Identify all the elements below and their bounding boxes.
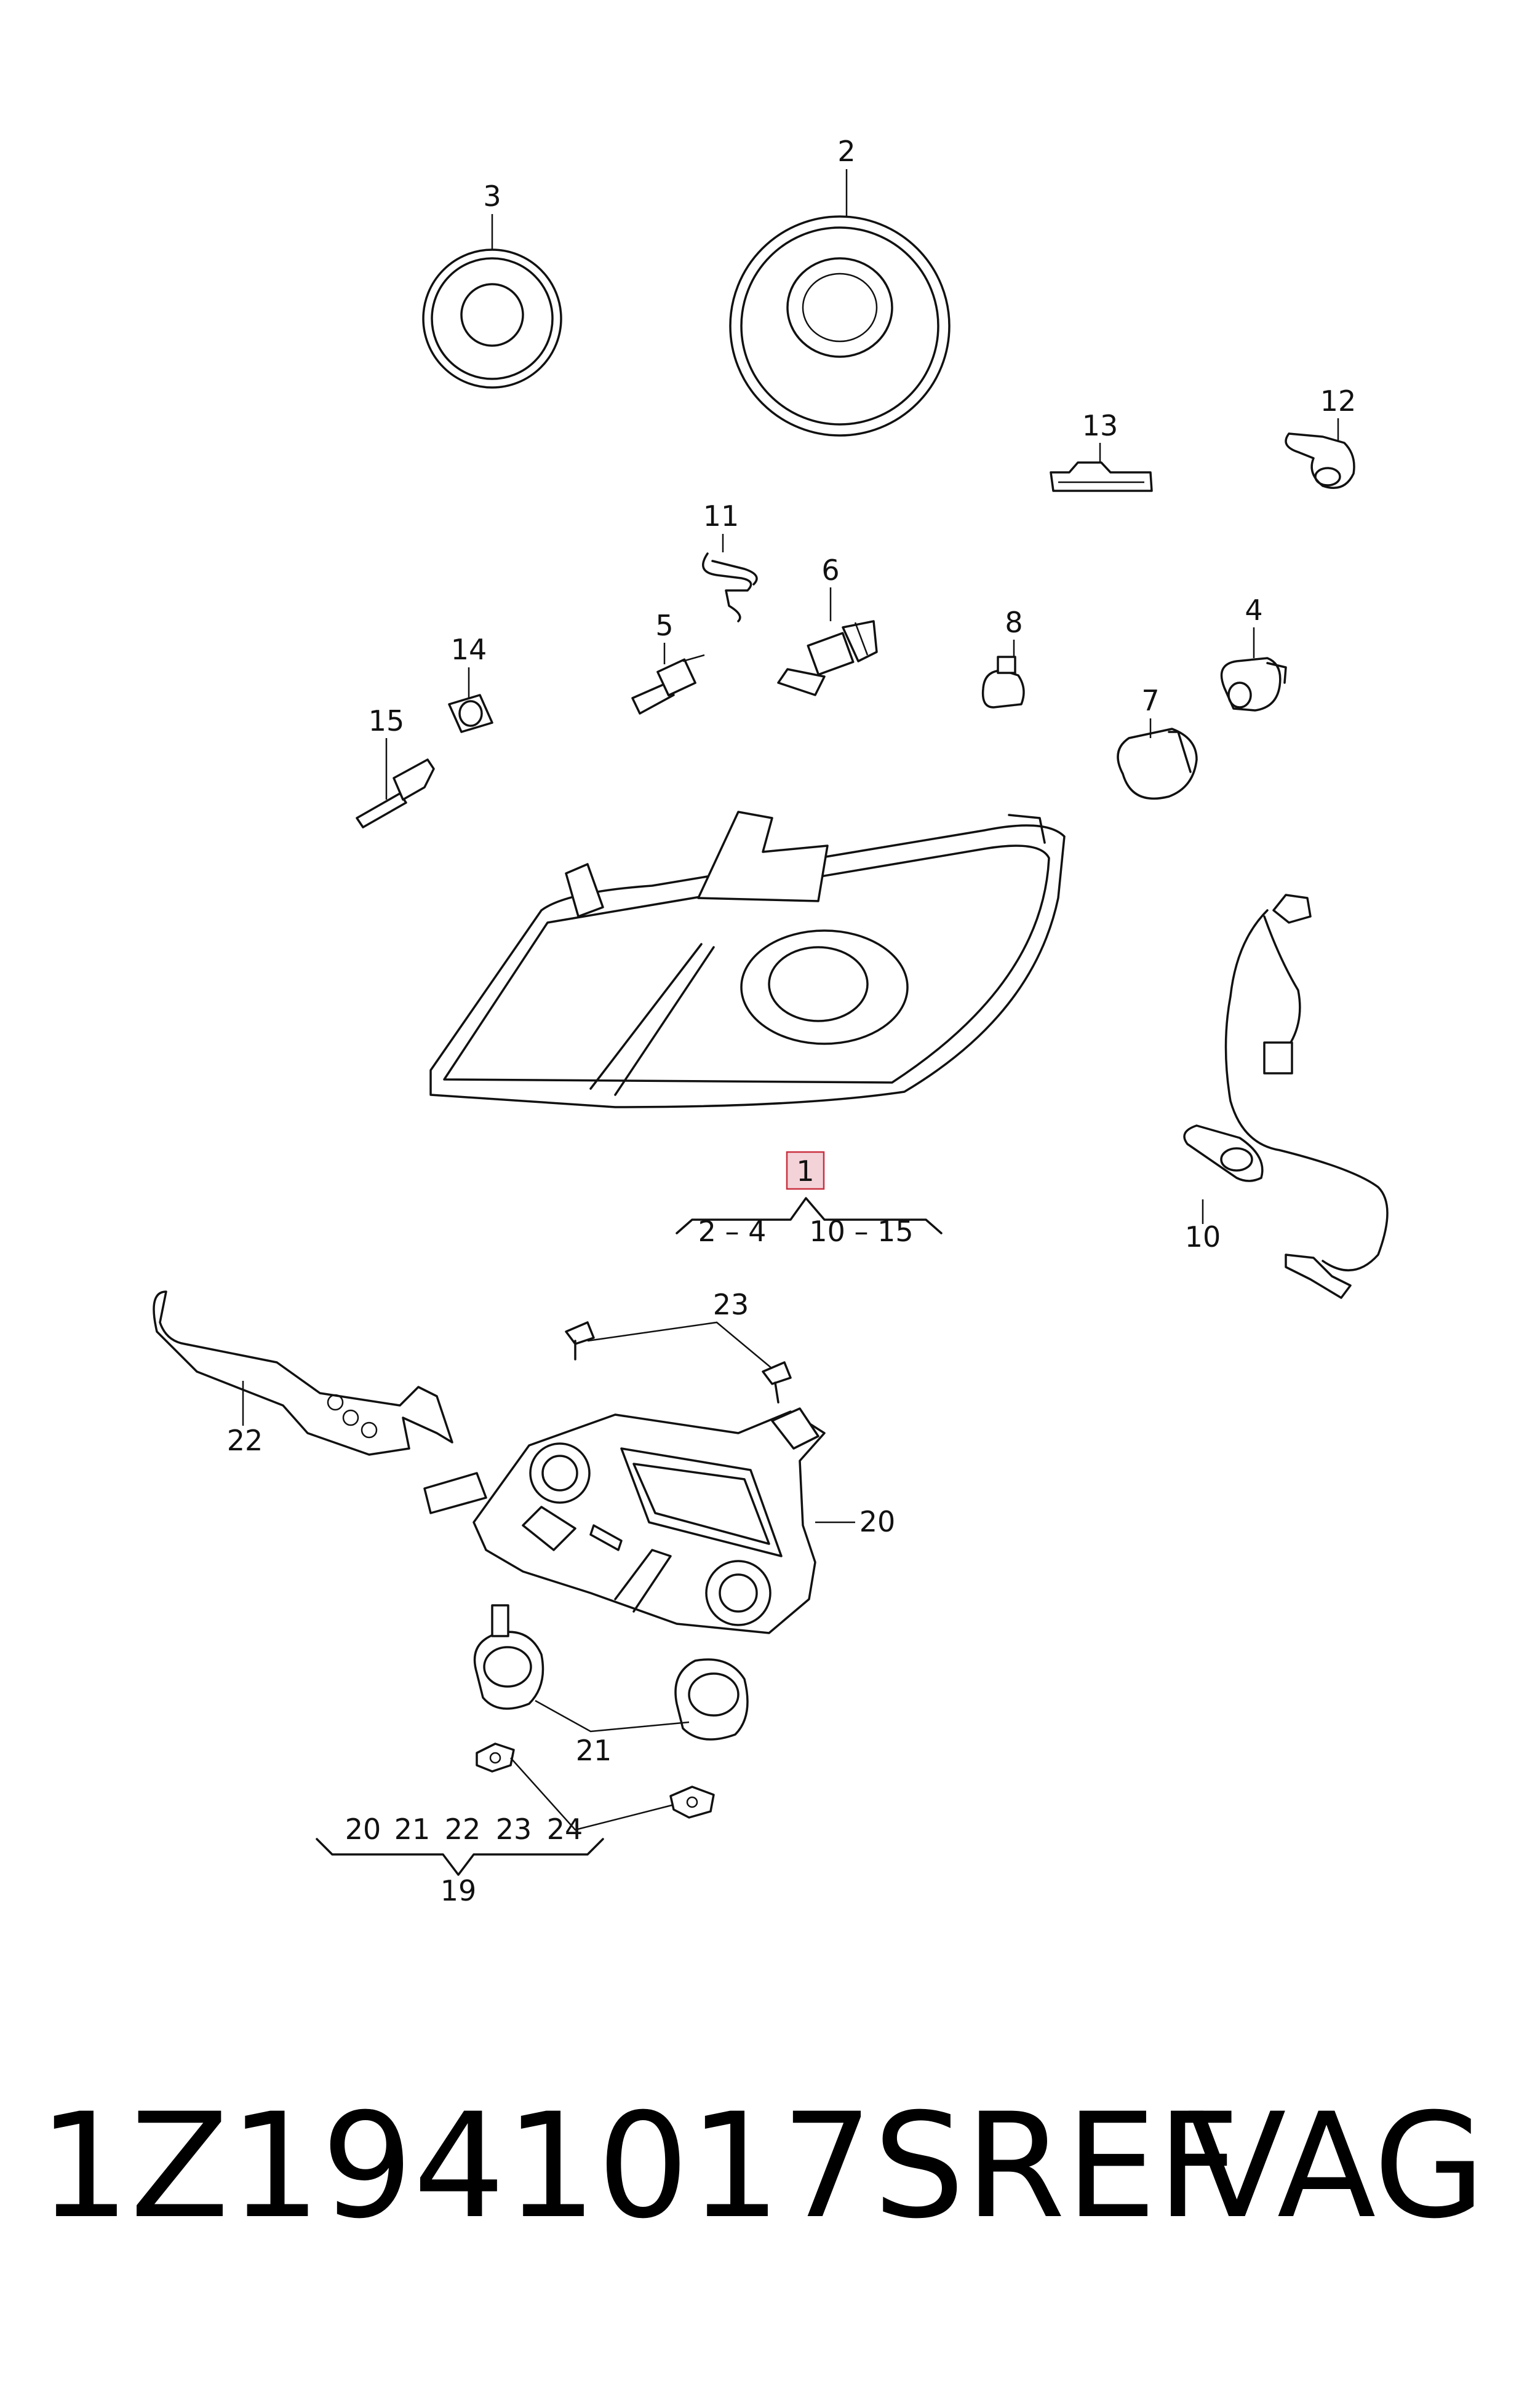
- callout-2: 2: [837, 135, 855, 168]
- callout-12: 12: [1320, 384, 1357, 418]
- part-14-grommet[interactable]: [448, 694, 493, 733]
- part-23-screws[interactable]: [565, 1321, 792, 1404]
- callout-19: 19: [441, 1874, 477, 1907]
- callout-1-highlight: [786, 1151, 825, 1190]
- part-24-clips[interactable]: [476, 1742, 715, 1819]
- callout-15: 15: [369, 704, 405, 737]
- callout-11: 11: [703, 499, 740, 533]
- group-19-item-22: 22: [445, 1813, 481, 1846]
- part-4-socket[interactable]: [1220, 657, 1287, 712]
- group-19-item-20: 20: [345, 1813, 381, 1846]
- part-12-socket[interactable]: [1285, 432, 1355, 489]
- callout-23: 23: [713, 1288, 749, 1321]
- part-3-gasket[interactable]: [422, 248, 562, 389]
- group-1-range-left: 2 – 4: [698, 1215, 767, 1248]
- brand-caption: VAG: [1187, 2083, 1486, 2251]
- part-6-bulb[interactable]: [777, 620, 878, 696]
- callout-7: 7: [1141, 684, 1159, 717]
- part-20-housing[interactable]: [423, 1407, 826, 1634]
- group-19-item-23: 23: [496, 1813, 532, 1846]
- callout-8: 8: [1005, 606, 1023, 639]
- group-19-item-24: 24: [547, 1813, 583, 1846]
- part-1-headlamp[interactable]: [429, 811, 1066, 1108]
- callout-6: 6: [821, 554, 839, 587]
- callout-20: 20: [859, 1505, 896, 1538]
- part-8-bulb[interactable]: [981, 656, 1025, 709]
- part-7-bulb[interactable]: [1117, 728, 1198, 800]
- part-21-adjusting-rings[interactable]: [473, 1604, 749, 1741]
- callout-3: 3: [483, 180, 501, 213]
- callout-10: 10: [1185, 1220, 1221, 1254]
- group-19-item-21: 21: [394, 1813, 431, 1846]
- part-2-gasket[interactable]: [729, 215, 951, 437]
- part-5-bulb[interactable]: [631, 654, 705, 715]
- callout-14: 14: [451, 633, 487, 666]
- callout-1: 1: [796, 1154, 814, 1188]
- callout-21: 21: [576, 1734, 612, 1767]
- part-22-bracket[interactable]: [153, 1290, 453, 1456]
- part-10-wiring-harness[interactable]: [1183, 894, 1389, 1299]
- part-15-pin[interactable]: [356, 758, 435, 828]
- part-number-caption: 1Z1941017SREF: [38, 2083, 1240, 2251]
- part-13-side-marker[interactable]: [1050, 461, 1153, 492]
- callout-13: 13: [1082, 409, 1118, 442]
- part-11-clip[interactable]: [701, 552, 758, 622]
- callout-4: 4: [1245, 594, 1262, 627]
- callout-5: 5: [655, 609, 673, 642]
- group-1-range-right: 10 – 15: [809, 1215, 913, 1248]
- callout-22: 22: [227, 1424, 263, 1457]
